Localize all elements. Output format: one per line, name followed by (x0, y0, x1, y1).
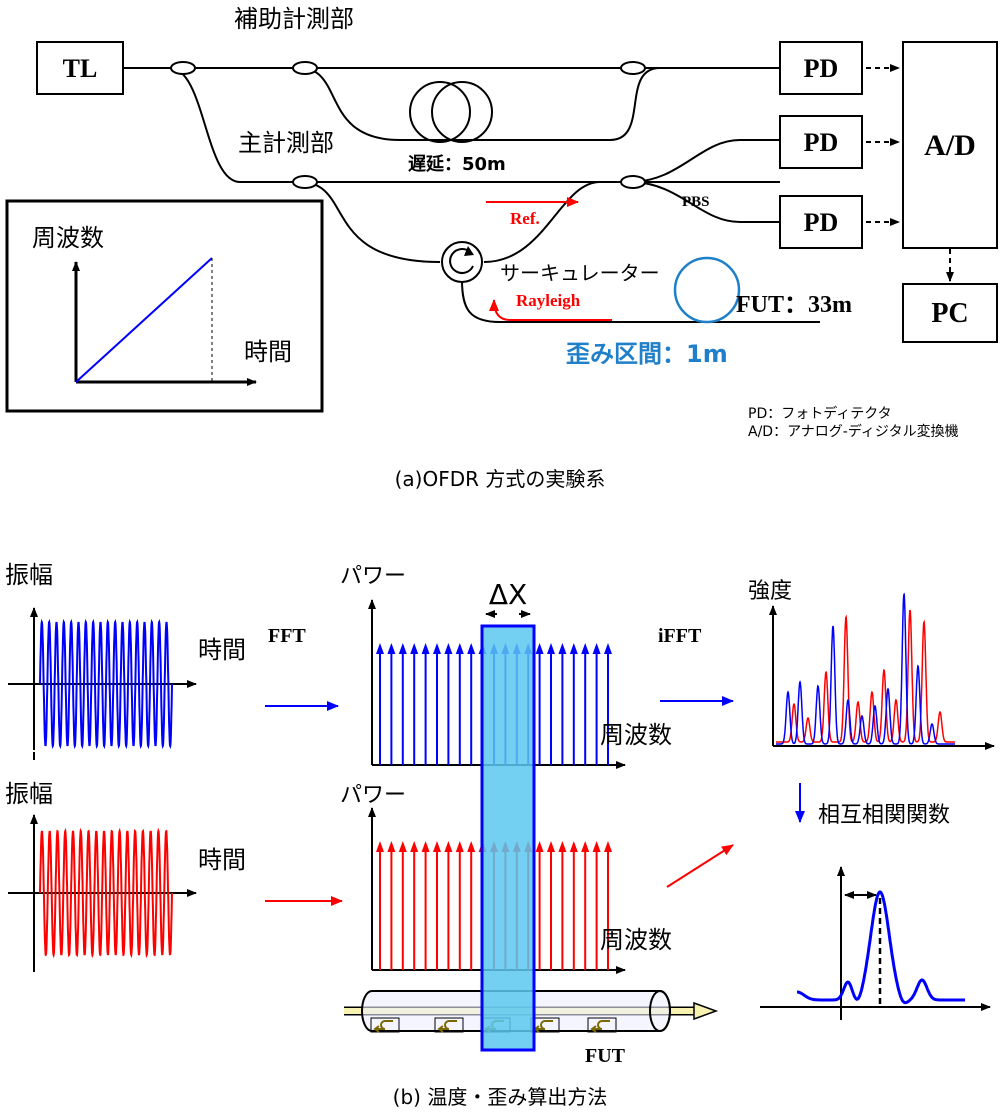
pbs-label: PBS (682, 194, 710, 210)
spectrum-spike-blue-head (535, 643, 544, 654)
caption-a: (a)OFDR 方式の実験系 (395, 467, 606, 491)
spectrum-spike-red-head (398, 841, 407, 852)
spectrum-spike-blue-head (547, 643, 555, 654)
backscatter-return-arrow (437, 1020, 457, 1033)
spectrum-spike-red-head (444, 841, 453, 852)
spectrum-spike-red-head (592, 841, 601, 852)
spectrum-spike-red-head (433, 841, 441, 852)
spectrum-spike-red-head (387, 841, 396, 852)
pd-label-2: PD (804, 128, 839, 157)
amplitude-label-2: 振幅 (5, 780, 53, 808)
circulator-label: サーキュレーター (500, 261, 660, 285)
time-waveform-reference (8, 607, 197, 760)
spectrum-spike-blue-head (455, 643, 464, 654)
delta-x-window (480, 624, 536, 1052)
fiber-coil (409, 81, 493, 143)
time-label-2: 時間 (198, 846, 246, 874)
delay-label: 遅延：50m (408, 154, 506, 175)
spectrum-spike-blue-head (592, 643, 601, 654)
rayleigh-label: Rayleigh (516, 291, 581, 310)
pd-label-3: PD (804, 208, 839, 237)
fut-label: FUT (585, 1045, 626, 1067)
spectrum-spike-red-head (569, 841, 578, 852)
spectrum-spike-red-head (535, 841, 544, 852)
signal-arrows (866, 64, 954, 282)
spectrum-spike-red-head (376, 841, 384, 852)
note-pd: PD：フォトディテクタ (748, 405, 892, 422)
backscatter-marker (434, 1017, 464, 1033)
ad-label: A/D (924, 129, 976, 162)
ifft-label: iFFT (658, 625, 702, 647)
spectrum-spike-blue-head (467, 643, 476, 654)
spectrum-spike-blue-head (558, 643, 567, 654)
main-measurement-label: 主計測部 (238, 129, 334, 157)
aux-measurement-label: 補助計測部 (234, 5, 354, 33)
cross-correlation-plot (760, 866, 991, 1020)
spectrum-spike-red-head (547, 841, 555, 852)
spectrum-spike-blue-head (444, 643, 453, 654)
spectrum-spike-blue-head (604, 643, 612, 654)
inset-time-label: 時間 (244, 338, 292, 366)
spectrum-spike-red-head (410, 841, 419, 852)
spectrum-spike-red-head (455, 841, 464, 852)
circulator (441, 241, 483, 283)
fut-length-label: FUT：33m (736, 292, 852, 318)
spectrum-spike-blue-head (569, 643, 578, 654)
intensity-plot (769, 592, 995, 750)
spectrum-spike-blue-head (581, 643, 590, 654)
couplers (170, 61, 646, 189)
frequency-label-2: 周波数 (600, 926, 672, 954)
power-label-2: パワー (340, 783, 406, 808)
power-label-1: パワー (340, 564, 406, 589)
spectrum-spike-red-head (604, 841, 612, 852)
sweep-inset: 周波数 時間 (5, 199, 324, 413)
tl-label: TL (63, 54, 98, 83)
strain-section-label: 歪み区間：1m (566, 340, 728, 368)
rayleigh-arrow (489, 299, 612, 321)
spectrum-spike-blue-head (398, 643, 407, 654)
spectrum-spike-red-head (581, 841, 590, 852)
spectrum-spike-blue-head (421, 643, 430, 654)
spectrum-spike-blue-head (387, 643, 396, 654)
delta-x-label: ΔX (489, 578, 527, 611)
backscatter-marker (370, 1017, 400, 1033)
inset-frequency-label: 周波数 (32, 224, 104, 252)
caption-b: (b) 温度・歪み算出方法 (393, 1085, 608, 1109)
pd-label-1: PD (804, 54, 839, 83)
backscatter-return-arrow (373, 1020, 393, 1033)
intensity-label: 強度 (748, 579, 792, 604)
time-label-1: 時間 (198, 636, 246, 664)
instrument-boxes (36, 41, 998, 343)
backscatter-marker (587, 1017, 617, 1033)
fut-coil (673, 256, 741, 324)
pc-label: PC (931, 298, 968, 329)
cross-correlation-label: 相互相関関数 (818, 803, 950, 828)
ref-label: Ref. (510, 209, 540, 228)
spectrum-spike-blue-head (410, 643, 419, 654)
spectrum-spike-blue-head (433, 643, 441, 654)
spectrum-spike-red-head (467, 841, 476, 852)
backscatter-return-arrow (590, 1020, 610, 1033)
spectrum-spike-red-head (558, 841, 567, 852)
spectrum-spike-blue-head (376, 643, 384, 654)
time-waveform-measured (8, 814, 197, 972)
ifft-arrow-red (666, 844, 734, 888)
fft-label: FFT (268, 625, 306, 647)
amplitude-label-1: 振幅 (5, 561, 53, 589)
frequency-label-1: 周波数 (600, 721, 672, 749)
spectrum-spike-red-head (421, 841, 430, 852)
note-ad: A/D：アナログ-ディジタル変換機 (748, 423, 959, 440)
